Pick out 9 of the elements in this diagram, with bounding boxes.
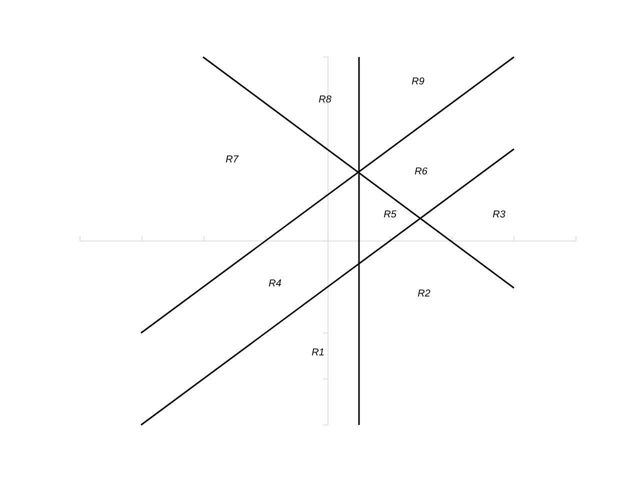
region-label: R8 xyxy=(318,95,332,103)
region-label: R1 xyxy=(312,348,324,356)
region-label: R2 xyxy=(418,290,430,296)
region-label: R7 xyxy=(226,156,239,162)
region-label: R4 xyxy=(268,280,282,286)
region-label: R9 xyxy=(412,77,424,85)
region-label: R6 xyxy=(414,167,428,175)
region-label: R3 xyxy=(492,210,506,218)
region-label: R5 xyxy=(384,210,396,218)
